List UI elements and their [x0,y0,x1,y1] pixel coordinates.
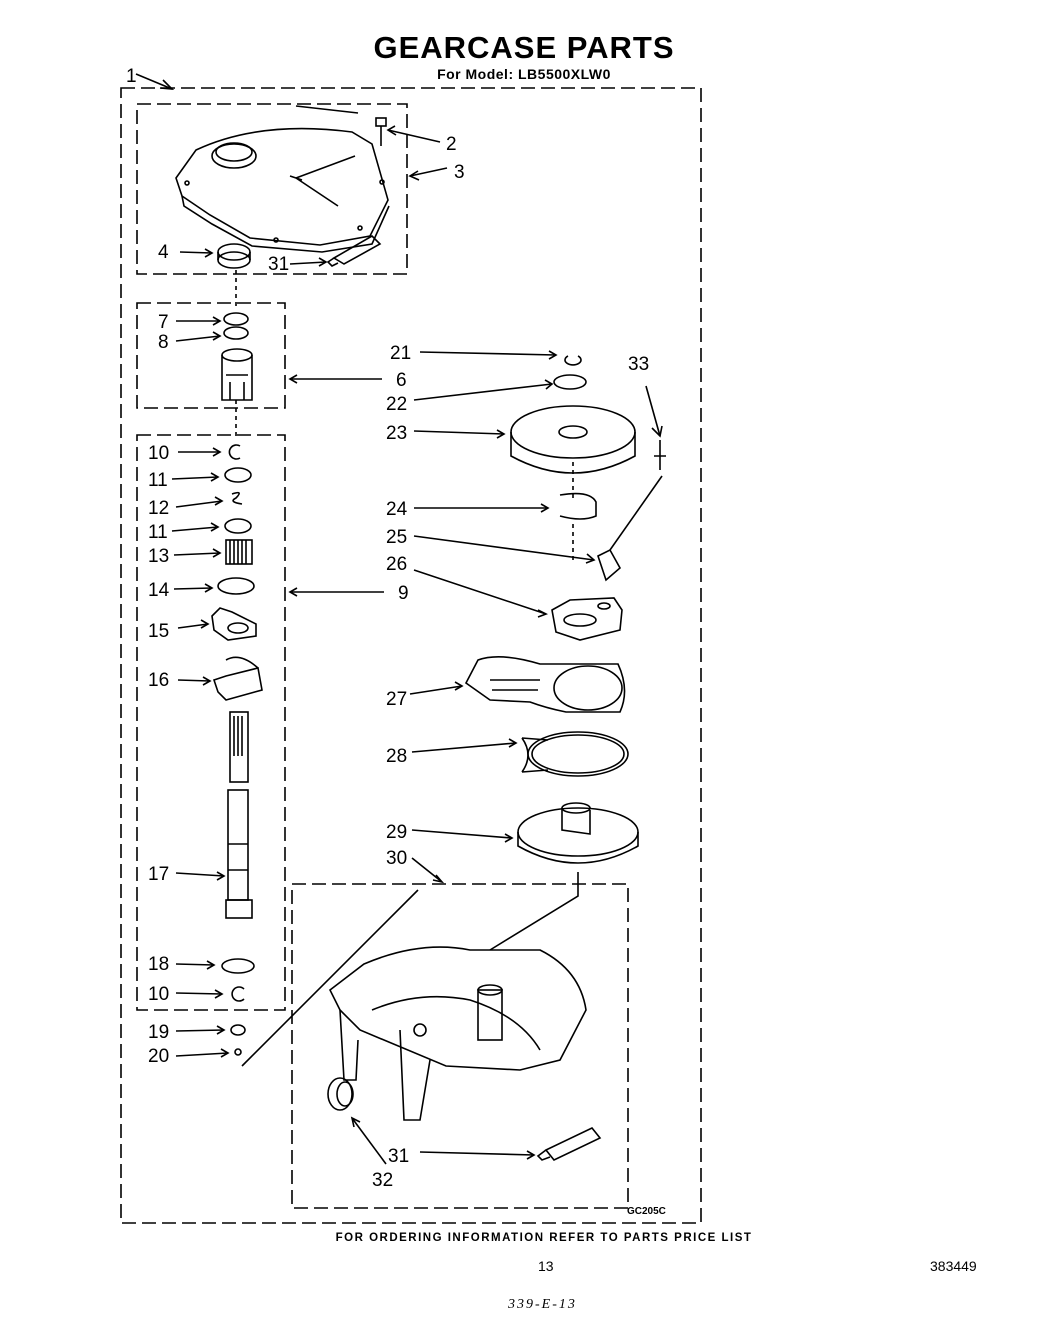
drive-part-29 [517,802,639,864]
cam-part-16 [212,656,263,701]
handwritten-mark: 339-E-13 [508,1297,577,1312]
ball-part-20 [234,1048,242,1056]
clip-part-10b [231,986,245,1002]
rack-part-27 [464,656,626,713]
washer-part-22 [553,374,587,390]
plate-part-26 [551,597,623,641]
key-part-25 [597,548,622,582]
ring-part-7 [223,312,249,326]
callout-31-bottom: 31 [388,1146,409,1167]
callout-12: 12 [148,498,169,519]
ring-part-14 [217,577,255,595]
callout-26: 26 [386,554,407,575]
cam-part-15 [211,607,257,641]
callout-3: 3 [454,162,465,183]
callout-2: 2 [446,134,457,155]
gearcase-base [328,946,587,1121]
callout-9: 9 [398,583,409,604]
callout-18: 18 [148,954,169,975]
callout-33: 33 [628,354,649,375]
screw-part-2 [375,117,387,146]
callout-10: 10 [148,443,169,464]
leader-3b [295,105,359,114]
pin-part-33 [654,440,666,470]
callout-7: 7 [158,312,169,333]
callout-6: 6 [396,370,407,391]
bearing-part-6 [221,348,253,401]
ring-part-28 [521,731,629,777]
callout-21: 21 [390,343,411,364]
ring-part-8 [223,326,249,340]
callout-15: 15 [148,621,169,642]
leader-2 [387,129,441,143]
seal-part-4 [217,243,251,269]
callout-31-top: 31 [268,254,289,275]
callout-8: 8 [158,332,169,353]
callout-27: 27 [386,689,407,710]
gearcase-group-box [291,883,629,1209]
page-number: 13 [538,1258,554,1274]
leader-1 [135,73,173,90]
spring-part-12 [231,491,243,505]
leader-3 [409,167,448,177]
grease-tube-bottom [536,1127,602,1161]
callout-11: 11 [148,470,168,491]
gearcase-cover [175,127,390,253]
callout-25: 25 [386,527,407,548]
callout-10b: 10 [148,984,169,1005]
callout-19: 19 [148,1022,169,1043]
drawing-code: GC205C [627,1206,666,1217]
callout-11b: 11 [148,522,168,543]
model-subtitle: For Model: LB5500XLW0 [437,66,611,82]
callout-29: 29 [386,822,407,843]
shaft-part-17 [225,711,253,919]
arrow-1 [159,79,175,90]
callout-24: 24 [386,499,408,520]
washer-part-18 [221,958,255,974]
assembly-frame [120,87,702,1224]
callout-22: 22 [386,394,407,415]
callout-13: 13 [148,546,169,567]
callout-4: 4 [158,242,169,263]
callout-14: 14 [148,580,170,601]
bushing-part-32 [327,1077,354,1111]
callout-30: 30 [386,848,407,869]
callout-32: 32 [372,1170,393,1191]
ordering-note: FOR ORDERING INFORMATION REFER TO PARTS … [335,1232,753,1244]
page-title: GEARCASE PARTS [373,30,675,65]
washer-part-11b [224,518,252,534]
bearing-part-19 [230,1024,246,1036]
clip-part-24 [559,492,597,520]
clip-part-10 [228,444,241,460]
callout-16: 16 [148,670,169,691]
pinion-part-13 [225,539,253,565]
part-6-group-box [136,302,286,409]
callout-17: 17 [148,864,169,885]
clip-part-21 [564,355,582,366]
part-9-group-box [136,434,286,1011]
grease-tube-top [326,234,382,267]
document-number: 383449 [930,1258,977,1274]
callout-1: 1 [126,66,137,87]
callout-23: 23 [386,423,407,444]
washer-part-11 [224,467,252,483]
callout-20: 20 [148,1046,169,1067]
callout-28: 28 [386,746,407,767]
